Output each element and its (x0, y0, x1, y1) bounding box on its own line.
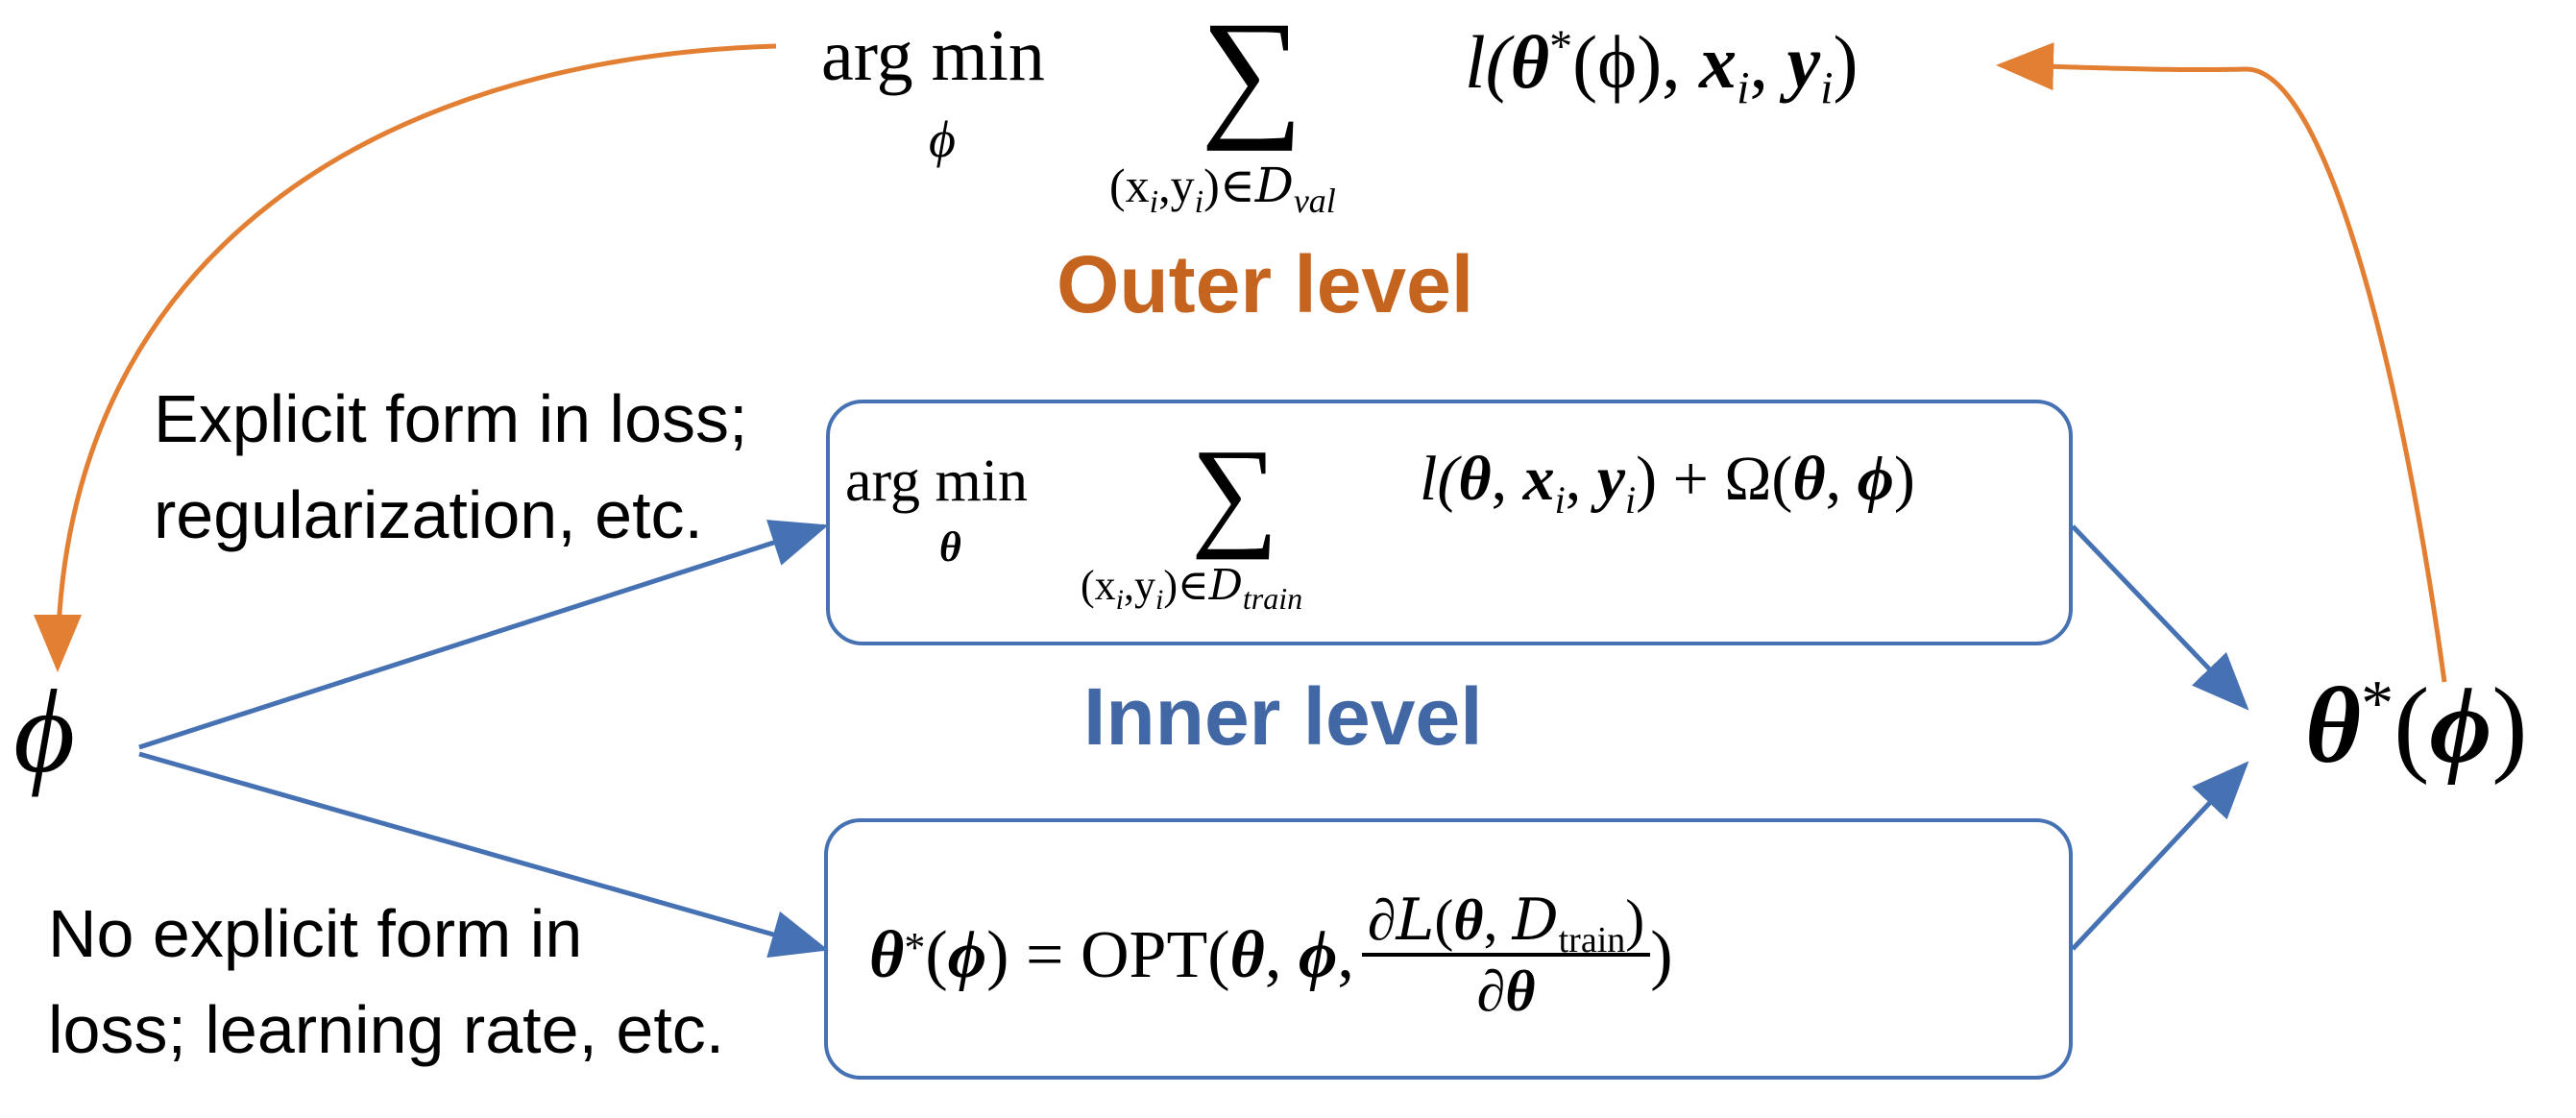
gradient-denominator: ∂θ (1476, 960, 1536, 1023)
outer-sum-subscript: (xi,yi)∈Dval (1109, 158, 1336, 220)
inner-sum-symbol: ∑ (1191, 424, 1279, 560)
implicit-objective-box (824, 818, 2073, 1080)
implicit-desc-line2: loss; learning rate, etc. (48, 992, 725, 1067)
inner-loss-expression: l(θ, xi, yi) + Ω(θ, ϕ) (1420, 444, 1915, 523)
implicit-form-description: No explicit form in loss; learning rate,… (48, 886, 724, 1078)
outer-sum-symbol: ∑ (1201, 0, 1303, 152)
gradient-fraction: ∂L(θ, Dtrain) ∂θ (1361, 891, 1651, 1023)
arrow-implicit-to-result (2071, 761, 2249, 951)
theta-star-phi-node: θ*(ϕ) (2305, 666, 2528, 786)
explicit-desc-line2: regularization, etc. (154, 477, 703, 552)
explicit-form-description: Explicit form in loss; regularization, e… (154, 371, 747, 563)
inner-argmin: arg min (845, 449, 1028, 514)
outer-argmin: arg min (821, 15, 1045, 96)
implicit-objective: θ*(ϕ) = OPT(θ, ϕ, ∂L(θ, Dtrain) ∂θ ) (869, 887, 1673, 1023)
explicit-objective: arg min θ ∑ (xi,yi)∈Dtrain l(θ, xi, yi) … (845, 403, 2065, 634)
implicit-desc-line1: No explicit form in (48, 896, 583, 971)
arrow-phi-to-implicit (138, 751, 829, 958)
inner-level-label: Inner level (1083, 671, 1483, 762)
outer-argmin-sub: ϕ (929, 110, 956, 168)
phi-node: ϕ (13, 666, 76, 797)
gradient-numerator: ∂L(θ, Dtrain) (1361, 891, 1651, 959)
arrow-phi-to-explicit (138, 520, 829, 750)
arrow-result-to-outer (1996, 42, 2447, 683)
arrow-outer-to-phi (34, 43, 777, 672)
explicit-desc-line1: Explicit form in loss; (154, 381, 748, 456)
arrow-explicit-to-result (2071, 524, 2249, 711)
outer-objective: arg min ϕ ∑ (xi,yi)∈Dval l(θ*(ϕ), xi, yi… (821, 0, 2012, 221)
inner-sum-subscript: (xi,yi)∈Dtrain (1081, 561, 1303, 616)
outer-level-label: Outer level (1057, 239, 1474, 329)
explicit-objective-box (826, 400, 2073, 645)
inner-argmin-sub: θ (939, 523, 961, 571)
outer-loss-expression: l(θ*(ϕ), xi, yi) (1465, 20, 1859, 114)
